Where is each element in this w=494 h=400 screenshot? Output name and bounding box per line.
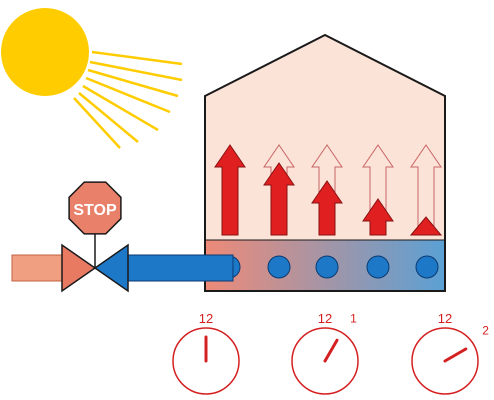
heat-arrow: [263, 144, 295, 236]
blue-outlet-pipe: [124, 254, 234, 282]
heat-arrow: [214, 144, 246, 236]
heat-arrow-fill: [409, 216, 443, 236]
clocks: 12 12 1 12 2: [172, 311, 489, 395]
sun-ray: [89, 60, 183, 82]
heat-arrow-fill: [263, 162, 295, 236]
clock-icon: 12 1: [291, 311, 359, 395]
house: [204, 33, 446, 292]
pipe-circle: [267, 255, 291, 279]
stop-sign-text: STOP: [73, 202, 117, 219]
valve-right-triangle: [93, 243, 129, 293]
stop-sign-icon: STOP: [68, 181, 122, 235]
sun-ray: [85, 76, 171, 114]
sun-ray: [91, 50, 183, 66]
heat-arrow-fill: [311, 180, 343, 236]
clock-side-label: 2: [482, 324, 489, 338]
clock-top-label: 12: [199, 311, 213, 326]
clock-hand: [443, 347, 468, 363]
sun-ray: [73, 97, 121, 149]
hot-inlet-pipe: [11, 254, 69, 282]
sun-ray: [78, 92, 139, 143]
heat-arrow: [409, 144, 443, 236]
heat-arrow-fill: [214, 144, 246, 236]
heat-arrows: [214, 144, 443, 236]
clock-top-label: 12: [438, 311, 452, 326]
heat-arrow-outline: [410, 144, 442, 236]
valve-icon: [61, 230, 129, 293]
pipe-circle: [415, 255, 439, 279]
heat-arrow-fill: [362, 198, 394, 236]
clock-top-label: 12: [318, 311, 332, 326]
stop-sign-octagon: [68, 181, 122, 235]
clock-hand: [323, 338, 339, 363]
heat-arrow: [311, 144, 343, 236]
valve-left-triangle: [61, 243, 97, 293]
sun-icon: [1, 8, 183, 149]
sun-rays: [73, 50, 183, 149]
clock-side-label: 1: [350, 311, 357, 325]
sun-ray: [82, 84, 159, 132]
sun-disc: [1, 8, 89, 96]
heat-arrow: [362, 144, 394, 236]
pipe-circle: [366, 255, 390, 279]
clock-icon: 12 2: [411, 311, 489, 395]
sun-ray: [87, 68, 179, 98]
pipe-circle: [315, 255, 339, 279]
clock-icon: 12: [172, 311, 240, 395]
supply-pipe: [11, 254, 234, 282]
